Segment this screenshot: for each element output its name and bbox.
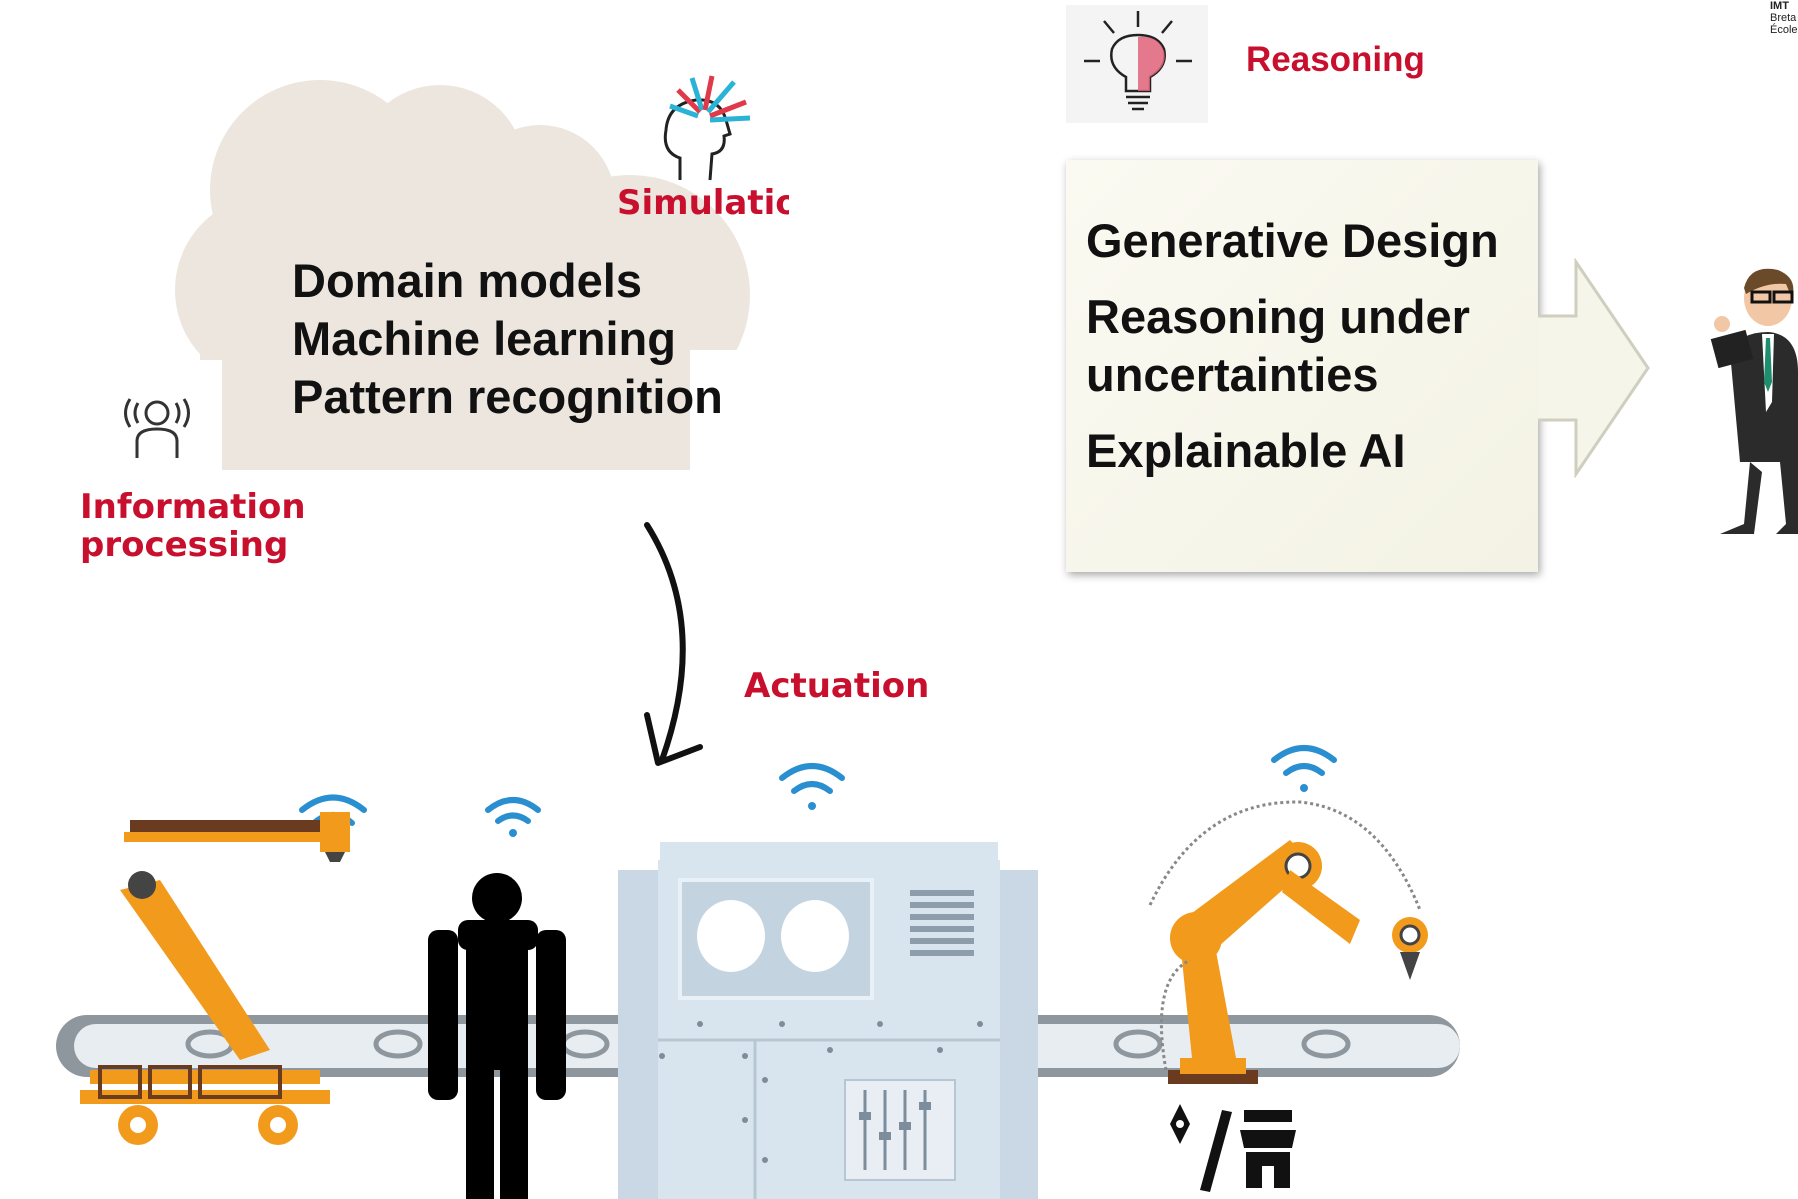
corner-logo-line2: Breta (1770, 12, 1797, 24)
information-processing-label: Information processing (80, 488, 306, 564)
processing-machine (618, 842, 1038, 1199)
simulation-head-icon (663, 75, 751, 181)
robot-arm (1148, 800, 1428, 1084)
corner-logo-line1: IMT (1770, 0, 1789, 12)
actuation-label: Actuation (744, 666, 930, 706)
information-processing-line2: processing (80, 525, 289, 565)
cloud-item-machine-learning: Machine learning (292, 312, 676, 365)
cloud-item-domain-models: Domain models (292, 254, 642, 307)
worker-silhouette (428, 873, 566, 1199)
corner-logo: IMT Breta École (1770, 0, 1798, 36)
cloud-shape (170, 80, 800, 520)
factory-scene (56, 745, 1460, 1199)
information-processing-icon (124, 398, 190, 458)
panel-item-explainable-ai: Explainable AI (1086, 424, 1406, 477)
wifi-icon (485, 797, 541, 837)
reasoning-label: Reasoning (1246, 40, 1425, 79)
actuation-arrow (644, 522, 703, 766)
cloud-item-pattern-recognition: Pattern recognition (292, 370, 723, 423)
reasoning-panel (1066, 160, 1538, 572)
engineer-figure (1710, 268, 1798, 534)
panel-item-generative-design: Generative Design (1086, 214, 1499, 267)
wifi-icon (1271, 745, 1337, 792)
cloud-text: Domain models Machine learning Pattern r… (292, 252, 723, 426)
information-processing-line1: Information (80, 487, 306, 527)
simulation-label: Simulatior (617, 183, 789, 223)
panel-item-reasoning-under-uncertainties: Reasoning under uncertainties (1086, 290, 1470, 401)
robot-cart (80, 812, 350, 1145)
lightbulb-brain-icon (1066, 5, 1208, 123)
output-arrow-shape (1538, 258, 1650, 478)
reasoning-panel-text: Generative Design Reasoning under uncert… (1086, 212, 1526, 498)
tools-icons (1170, 1104, 1296, 1192)
wifi-icon (779, 763, 845, 810)
corner-logo-line3: École (1770, 24, 1798, 36)
